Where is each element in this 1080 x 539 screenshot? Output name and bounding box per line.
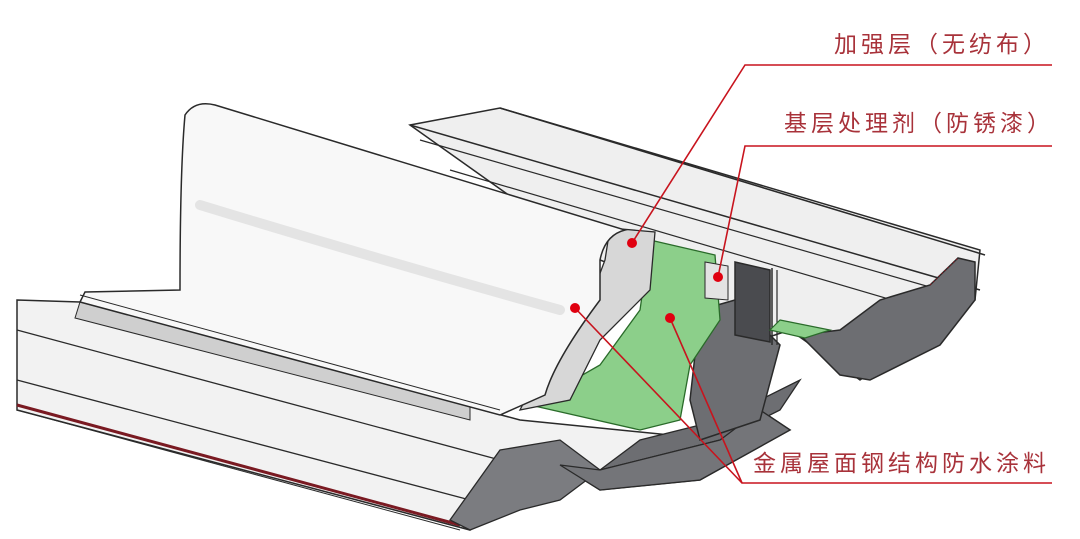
- leader-dot-coating: [665, 313, 675, 323]
- steel-rib: [689, 261, 781, 441]
- steel-panel-back: [408, 107, 986, 381]
- label-primer-layer: 基层处理剂（防锈漆）: [784, 111, 1054, 137]
- leader-line-reinforcement: [631, 64, 1052, 244]
- leader-dot-primer: [713, 272, 723, 282]
- leader-dot-reinforcement: [627, 238, 637, 248]
- steel-panel-front: [16, 299, 802, 531]
- leader-lines: [570, 64, 1052, 484]
- label-waterproof-coating: 金属屋面钢结构防水涂料: [753, 451, 1050, 477]
- leader-dot-membrane: [570, 303, 580, 313]
- label-reinforcement-layer: 加强层（无纺布）: [834, 32, 1050, 58]
- leader-line-primer: [717, 145, 1052, 278]
- leader-line-coating-b: [669, 317, 743, 484]
- white-membrane: [78, 103, 628, 416]
